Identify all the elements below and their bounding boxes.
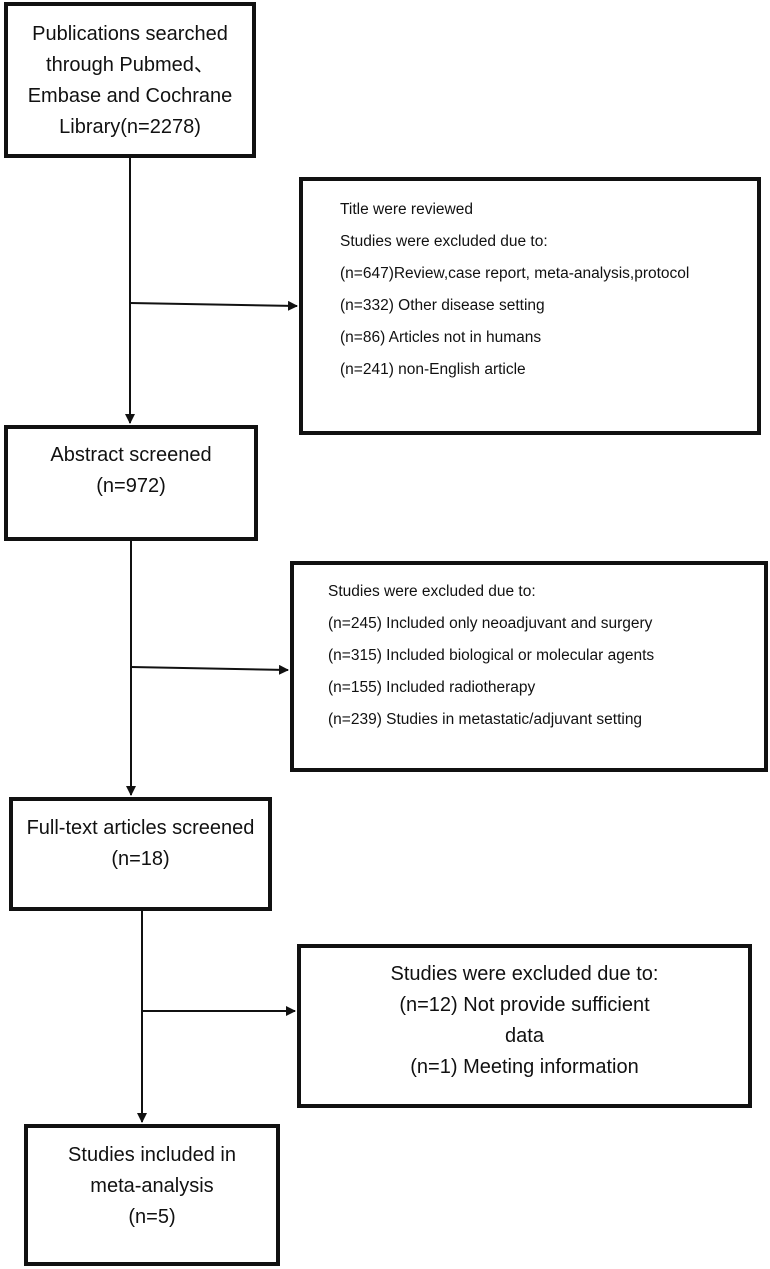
fulltext-line-2: (n=18) [111,848,170,870]
fulltext-line-1: Full-text articles screened [26,817,255,839]
included-line-2: meta-analysis [90,1175,214,1197]
abstract-excl-line-1: Studies were excluded due to: [328,583,536,600]
search-line-1: Publications searched [32,23,228,45]
abstract-excl-line-4: (n=155) Included radiotherapy [328,679,536,696]
title-excl-line-3: (n=647)Review,case report, meta-analysis… [340,265,690,282]
search-line-2: through Pubmed、 [46,54,214,76]
box-abstract-excluded: Studies were excluded due to: (n=245) In… [290,561,768,772]
box-publications-searched: Publications searched through Pubmed、 Em… [4,2,256,158]
search-line-3: Embase and Cochrane [27,85,233,107]
included-line-1: Studies included in [68,1144,236,1166]
box-fulltext-excluded: Studies were excluded due to: (n=12) Not… [297,944,752,1108]
included-line-3: (n=5) [128,1206,176,1228]
box-abstract-screened: Abstract screened (n=972) [4,425,258,541]
fulltext-excl-line-4: (n=1) Meeting information [410,1056,639,1078]
abstract-line-2: (n=972) [96,475,166,497]
abstract-line-1: Abstract screened [50,444,212,466]
title-excl-line-5: (n=86) Articles not in humans [340,329,542,346]
fulltext-excl-line-3: data [505,1025,544,1047]
title-excl-line-4: (n=332) Other disease setting [340,297,545,314]
arrow-to-title-excluded [129,300,298,311]
title-excl-line-6: (n=241) non-English article [340,361,526,378]
abstract-excl-line-2: (n=245) Included only neoadjuvant and su… [328,615,653,632]
box-studies-included: Studies included in meta-analysis (n=5) [24,1124,280,1266]
box-fulltext-screened: Full-text articles screened (n=18) [9,797,272,911]
arrow-to-abstract-excluded [130,664,289,675]
abstract-excl-line-5: (n=239) Studies in metastatic/adjuvant s… [328,711,643,728]
fulltext-excl-line-1: Studies were excluded due to: [390,963,659,985]
box-title-excluded: Title were reviewed Studies were exclude… [299,177,761,435]
fulltext-excl-line-2: (n=12) Not provide sufficient [399,994,650,1016]
search-line-4: Library(n=2278) [59,116,201,138]
title-excl-line-2: Studies were excluded due to: [340,233,548,250]
abstract-excl-line-3: (n=315) Included biological or molecular… [328,647,655,664]
title-excl-line-1: Title were reviewed [340,201,473,218]
